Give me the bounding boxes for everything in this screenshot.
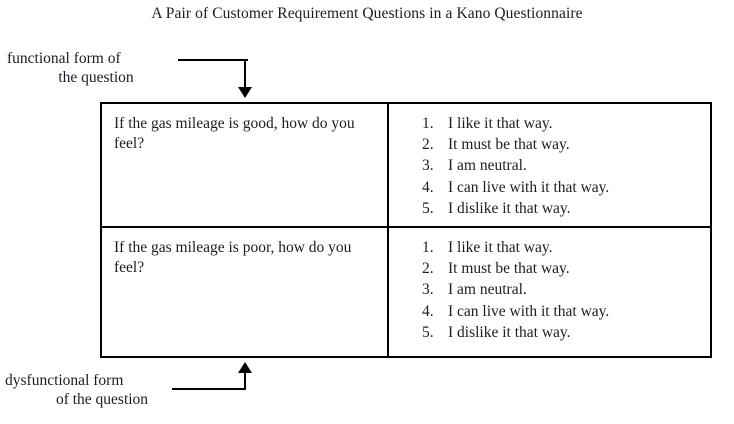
option-label: I like it that way. (448, 115, 553, 132)
leader-line-dysfunctional-horizontal (172, 388, 246, 390)
list-item[interactable]: 1. I like it that way. (422, 113, 710, 134)
option-label: I can live with it that way. (448, 178, 610, 196)
option-label: It must be that way. (448, 136, 570, 154)
option-number: 3. (422, 157, 434, 175)
list-item[interactable]: 4. I can live with it that way. (422, 301, 710, 322)
callout-label-functional-line-2: the question (58, 69, 134, 86)
diagram-title: A Pair of Customer Requirement Questions… (151, 5, 583, 22)
option-label: I dislike it that way. (448, 323, 571, 341)
option-number: 2. (422, 260, 434, 278)
list-item[interactable]: 5. I dislike it that way. (422, 198, 710, 219)
list-item[interactable]: 2. It must be that way. (422, 134, 710, 155)
callout-label-functional: functional form of the question (7, 49, 199, 87)
option-label: I like it that way. (448, 239, 553, 256)
callout-label-functional-line-1: functional form of (7, 50, 121, 67)
list-item[interactable]: 2. It must be that way. (422, 258, 710, 279)
leader-line-functional-horizontal (178, 59, 248, 61)
list-item[interactable]: 4. I can live with it that way. (422, 177, 710, 198)
arrow-up-icon (238, 362, 252, 373)
option-label: I am neutral. (448, 281, 527, 299)
question-cell-functional: If the gas mileage is good, how do you f… (102, 104, 389, 226)
option-label: I can live with it that way. (448, 302, 610, 320)
option-number: 5. (422, 199, 434, 217)
option-number: 1. (422, 115, 434, 132)
table-row: If the gas mileage is poor, how do you f… (102, 228, 710, 356)
list-item[interactable]: 3. I am neutral. (422, 279, 710, 300)
question-cell-dysfunctional: If the gas mileage is poor, how do you f… (102, 228, 389, 356)
list-item[interactable]: 3. I am neutral. (422, 155, 710, 176)
option-label: It must be that way. (448, 260, 570, 278)
option-number: 4. (422, 178, 434, 196)
option-list: 1. I like it that way. 2. It must be that … (389, 237, 710, 343)
options-cell-functional: 1. I like it that way. 2. It must be that … (389, 104, 710, 226)
callout-label-dysfunctional: dysfunctional form of the question (5, 371, 205, 409)
callout-label-dysfunctional-line-1: dysfunctional form (5, 372, 124, 389)
list-item[interactable]: 1. I like it that way. (422, 237, 710, 258)
option-list: 1. I like it that way. 2. It must be that … (389, 113, 710, 219)
questionnaire-table: If the gas mileage is good, how do you f… (100, 102, 712, 358)
question-text: If the gas mileage is poor, how do you f… (114, 239, 352, 276)
options-cell-dysfunctional: 1. I like it that way. 2. It must be that … (389, 228, 710, 356)
option-number: 3. (422, 281, 434, 299)
callout-label-dysfunctional-line-2: of the question (55, 391, 149, 408)
arrow-down-icon (238, 87, 252, 98)
question-text: If the gas mileage is good, how do you f… (114, 115, 355, 152)
option-label: I dislike it that way. (448, 199, 571, 217)
option-number: 1. (422, 239, 434, 256)
option-number: 5. (422, 323, 434, 341)
option-number: 4. (422, 302, 434, 320)
leader-line-dysfunctional-vertical (244, 370, 246, 390)
option-number: 2. (422, 136, 434, 154)
leader-line-functional-vertical (244, 59, 246, 89)
list-item[interactable]: 5. I dislike it that way. (422, 322, 710, 343)
table-row: If the gas mileage is good, how do you f… (102, 104, 710, 228)
option-label: I am neutral. (448, 157, 527, 175)
